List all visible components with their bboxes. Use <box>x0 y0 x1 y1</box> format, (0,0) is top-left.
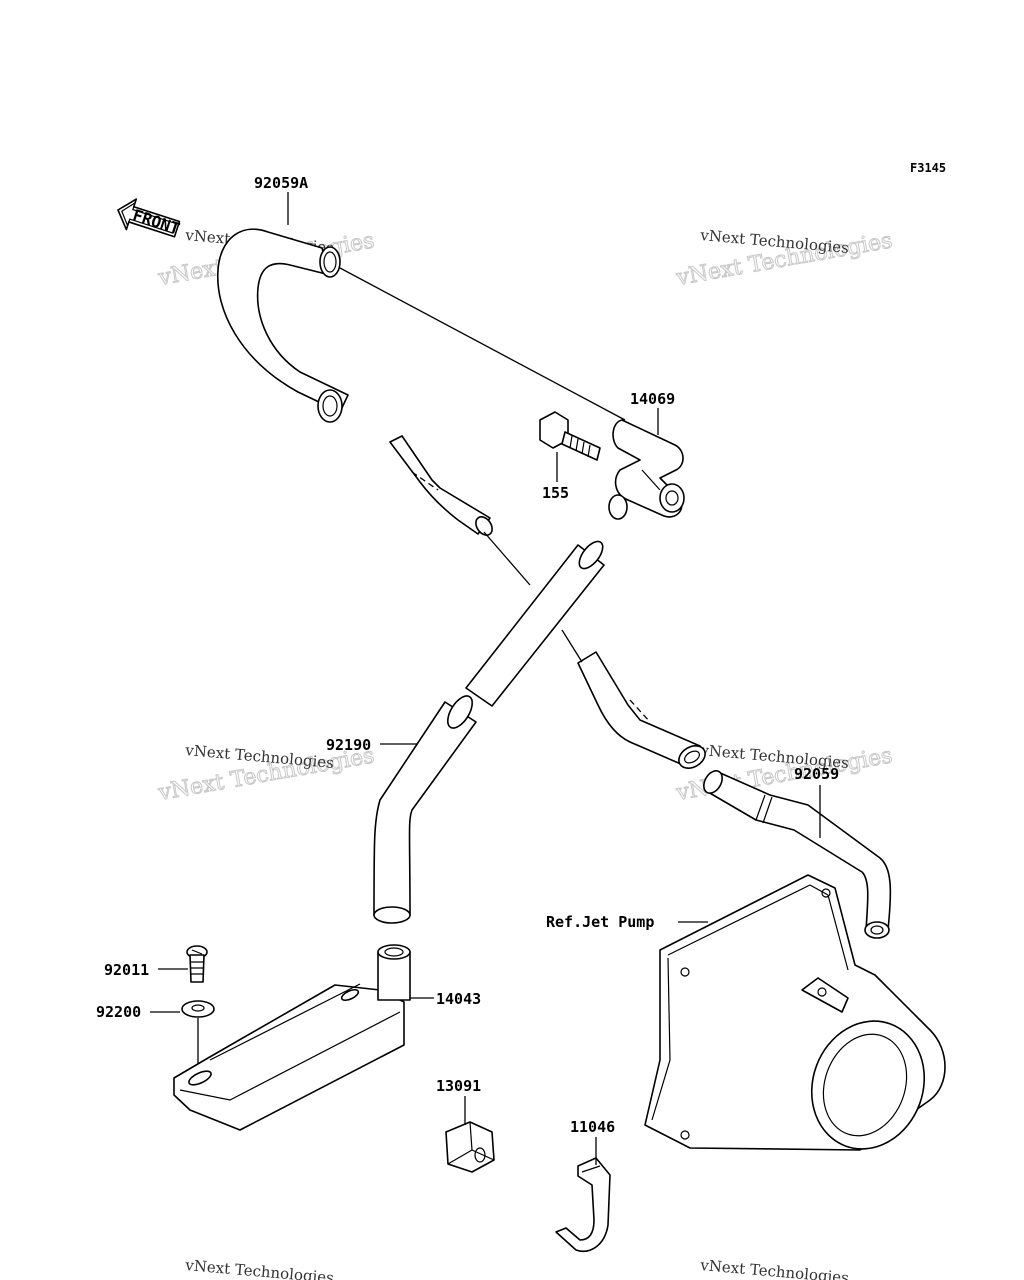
hose-dash <box>629 699 651 723</box>
jet-pump-housing <box>644 874 946 1151</box>
grommet-13091 <box>445 1121 495 1173</box>
bracket-14043 <box>173 944 411 1131</box>
hose-dash <box>411 471 439 491</box>
bolt-155 <box>539 411 601 461</box>
leader-line <box>339 267 626 421</box>
label-13091: 13091 <box>436 1077 481 1095</box>
front-arrow-icon: FRONT <box>117 198 182 238</box>
svg-text:FRONT: FRONT <box>130 205 182 238</box>
label-92200: 92200 <box>96 1003 141 1021</box>
screw-92011 <box>186 945 208 983</box>
clip-11046 <box>555 1157 611 1252</box>
connector-line <box>483 531 531 586</box>
label-92190: 92190 <box>326 736 371 754</box>
label-11046: 11046 <box>570 1118 615 1136</box>
label-92059: 92059 <box>794 765 839 783</box>
label-155: 155 <box>542 484 569 502</box>
hose-92059 <box>703 770 892 939</box>
pipe-center <box>465 540 605 707</box>
hose-lower-right <box>577 651 706 769</box>
watermark-text: vNext Technologies <box>184 1256 335 1280</box>
hose-92059a <box>217 228 349 423</box>
label-14043: 14043 <box>436 990 481 1008</box>
figure-code: F3145 <box>910 161 946 175</box>
hose-92190 <box>373 695 477 924</box>
elbow-fitting-14069 <box>608 419 685 520</box>
hose-upper-short <box>389 435 493 536</box>
label-92011: 92011 <box>104 961 149 979</box>
watermark-text: vNext Technologies <box>699 1256 850 1280</box>
label-ref-jet-pump: Ref.Jet Pump <box>546 913 654 931</box>
connector-line <box>561 629 583 663</box>
washer-92200 <box>181 1000 215 1018</box>
label-14069: 14069 <box>630 390 675 408</box>
label-92059a: 92059A <box>254 174 308 192</box>
